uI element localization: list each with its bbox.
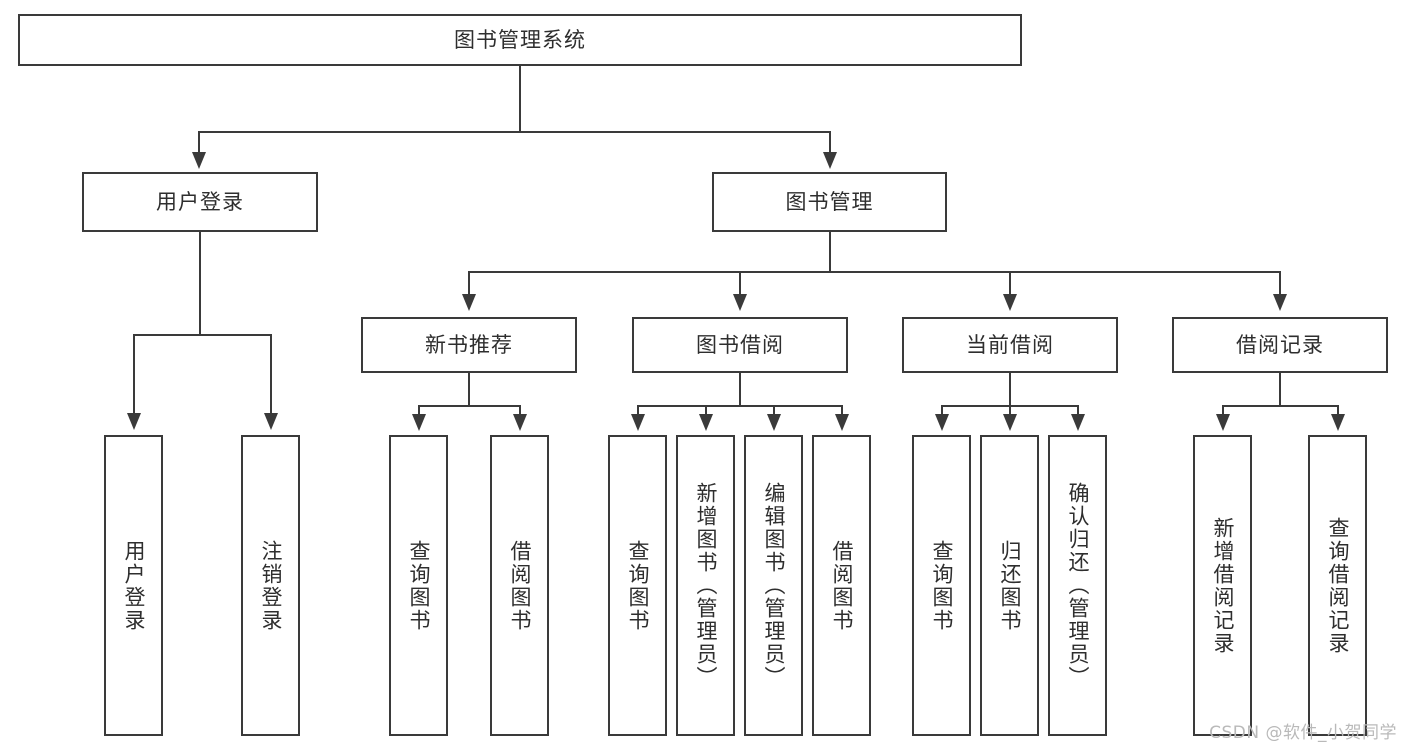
leaf-user-login-login[interactable]: 用户登录 (104, 435, 163, 736)
leaf-new-book-borrow[interactable]: 借阅图书 (490, 435, 549, 736)
arrowhead-book-borrow-leaf-2 (699, 414, 713, 431)
leaf-current-borrow-confirm[interactable]: 确认归还（管理员） (1048, 435, 1107, 736)
leaf-borrow-record-add[interactable]: 新增借阅记录 (1193, 435, 1252, 736)
node-root[interactable]: 图书管理系统 (18, 14, 1022, 66)
node-book-borrow[interactable]: 图书借阅 (632, 317, 848, 373)
connector-new-book-stem (468, 373, 470, 406)
arrowhead-book-borrow-leaf-3 (767, 414, 781, 431)
connector-user-login-bus (133, 334, 272, 336)
leaf-new-book-query[interactable]: 查询图书 (389, 435, 448, 736)
arrowhead-to-current-borrow (1003, 294, 1017, 311)
leaf-user-login-logout[interactable]: 注销登录 (241, 435, 300, 736)
node-current-borrow-label: 当前借阅 (966, 332, 1054, 357)
node-user-login-label: 用户登录 (156, 189, 244, 214)
connector-borrow-record-bus (1222, 405, 1339, 407)
arrowhead-borrow-record-leaf-2 (1331, 414, 1345, 431)
connector-root-drop-2 (829, 131, 831, 153)
leaf-book-borrow-edit[interactable]: 编辑图书（管理员） (744, 435, 803, 736)
leaf-borrow-record-query[interactable]: 查询借阅记录 (1308, 435, 1367, 736)
node-new-book-recommend-label: 新书推荐 (425, 332, 513, 357)
arrowhead-new-book-leaf-1 (412, 414, 426, 431)
connector-current-borrow-drop-1 (941, 405, 943, 415)
csdn-watermark: CSDN @软件_小贺同学 (1209, 723, 1397, 743)
arrowhead-current-borrow-leaf-2 (1003, 414, 1017, 431)
leaf-current-borrow-confirm-label: 确认归还（管理员） (1065, 482, 1090, 689)
connector-book-borrow-drop-2 (705, 405, 707, 415)
leaf-book-borrow-edit-label: 编辑图书（管理员） (761, 482, 786, 689)
arrowhead-current-borrow-leaf-3 (1071, 414, 1085, 431)
connector-current-borrow-stem (1009, 373, 1011, 406)
arrowhead-to-book-manage (823, 152, 837, 169)
connector-user-login-drop-1 (133, 334, 135, 414)
arrowhead-new-book-leaf-2 (513, 414, 527, 431)
connector-book-borrow-bus (637, 405, 843, 407)
connector-root-stem (519, 66, 521, 132)
node-book-manage[interactable]: 图书管理 (712, 172, 947, 232)
connector-root-drop-1 (198, 131, 200, 153)
leaf-book-borrow-query[interactable]: 查询图书 (608, 435, 667, 736)
connector-current-borrow-drop-3 (1077, 405, 1079, 415)
leaf-book-borrow-add-label: 新增图书（管理员） (693, 482, 718, 689)
connector-new-book-bus (418, 405, 521, 407)
connector-borrow-record-drop-1 (1222, 405, 1224, 415)
leaf-borrow-record-add-label: 新增借阅记录 (1210, 516, 1235, 655)
arrowhead-to-new-book (462, 294, 476, 311)
connector-borrow-record-drop-2 (1337, 405, 1339, 415)
connector-current-borrow-drop-2 (1009, 405, 1011, 415)
leaf-current-borrow-return[interactable]: 归还图书 (980, 435, 1039, 736)
leaf-new-book-query-label: 查询图书 (406, 539, 431, 632)
arrowhead-user-login-leaf-2 (264, 413, 278, 430)
arrowhead-to-borrow-record (1273, 294, 1287, 311)
connector-level3-bus (468, 271, 1279, 273)
node-current-borrow[interactable]: 当前借阅 (902, 317, 1118, 373)
leaf-book-borrow-query-label: 查询图书 (625, 539, 650, 632)
connector-user-login-stem (199, 232, 201, 335)
arrowhead-borrow-record-leaf-1 (1216, 414, 1230, 431)
leaf-book-borrow-add[interactable]: 新增图书（管理员） (676, 435, 735, 736)
leaf-user-login-logout-label: 注销登录 (258, 539, 283, 632)
connector-root-bus (198, 131, 831, 133)
leaf-borrow-record-query-label: 查询借阅记录 (1325, 516, 1350, 655)
connector-book-borrow-stem (739, 373, 741, 406)
connector-user-login-drop-2 (270, 334, 272, 414)
connector-book-manage-stem (829, 232, 831, 272)
arrowhead-to-book-borrow (733, 294, 747, 311)
node-borrow-record-label: 借阅记录 (1236, 332, 1324, 357)
arrowhead-book-borrow-leaf-1 (631, 414, 645, 431)
leaf-new-book-borrow-label: 借阅图书 (507, 539, 532, 632)
leaf-current-borrow-query-label: 查询图书 (929, 539, 954, 632)
leaf-current-borrow-return-label: 归还图书 (997, 539, 1022, 632)
node-book-manage-label: 图书管理 (785, 189, 874, 214)
connector-book-borrow-drop-1 (637, 405, 639, 415)
arrowhead-book-borrow-leaf-4 (835, 414, 849, 431)
connector-level3-drop-4 (1279, 271, 1281, 295)
connector-level3-drop-2 (739, 271, 741, 295)
node-new-book-recommend[interactable]: 新书推荐 (361, 317, 577, 373)
connector-level3-drop-1 (468, 271, 470, 295)
arrowhead-user-login-leaf-1 (127, 413, 141, 430)
connector-level3-drop-3 (1009, 271, 1011, 295)
connector-book-borrow-drop-4 (841, 405, 843, 415)
leaf-book-borrow-borrow[interactable]: 借阅图书 (812, 435, 871, 736)
connector-new-book-drop-2 (519, 405, 521, 415)
leaf-book-borrow-borrow-label: 借阅图书 (829, 539, 854, 632)
node-root-label: 图书管理系统 (454, 27, 586, 52)
connector-new-book-drop-1 (418, 405, 420, 415)
node-user-login[interactable]: 用户登录 (82, 172, 318, 232)
leaf-user-login-login-label: 用户登录 (121, 539, 146, 632)
connector-book-borrow-drop-3 (773, 405, 775, 415)
node-book-borrow-label: 图书借阅 (696, 332, 784, 357)
node-borrow-record[interactable]: 借阅记录 (1172, 317, 1388, 373)
arrowhead-to-user-login (192, 152, 206, 169)
leaf-current-borrow-query[interactable]: 查询图书 (912, 435, 971, 736)
connector-borrow-record-stem (1279, 373, 1281, 406)
arrowhead-current-borrow-leaf-1 (935, 414, 949, 431)
